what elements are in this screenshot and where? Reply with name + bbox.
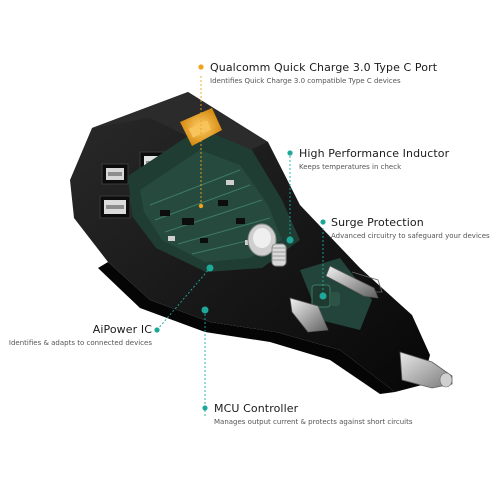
callout-title: High Performance Inductor: [299, 147, 450, 160]
callout-description: Identifies & adapts to connected devices: [8, 339, 152, 347]
callout-mcu: MCU Controller Manages output current & …: [214, 402, 413, 427]
callout-description: Identifies Quick Charge 3.0 compatible T…: [210, 77, 401, 85]
callout-markers: [154, 64, 327, 411]
callout-description: Keeps temperatures in check: [299, 163, 402, 171]
callout-description: Advanced circuitry to safeguard your dev…: [331, 232, 490, 240]
callout-title: AiPower IC: [92, 323, 152, 336]
callout-leader-lines: [156, 76, 324, 416]
callout-qualcomm: Qualcomm Quick Charge 3.0 Type C Port Id…: [210, 61, 437, 86]
callout-title: MCU Controller: [214, 402, 299, 415]
type-c-port-glow: [180, 108, 222, 146]
inductor-component: [247, 223, 287, 267]
callout-description: Manages output current & protects agains…: [214, 418, 413, 426]
callout-title: Surge Protection: [331, 216, 424, 229]
callout-surge: Surge Protection Advanced circuitry to s…: [331, 216, 490, 241]
callout-aipower: AiPower IC Identifies & adapts to connec…: [9, 323, 152, 348]
callout-inductor: High Performance Inductor Keeps temperat…: [299, 147, 449, 172]
spring-contacts: [289, 265, 383, 333]
metal-tip: [399, 351, 453, 389]
callout-title: Qualcomm Quick Charge 3.0 Type C Port: [210, 61, 438, 74]
